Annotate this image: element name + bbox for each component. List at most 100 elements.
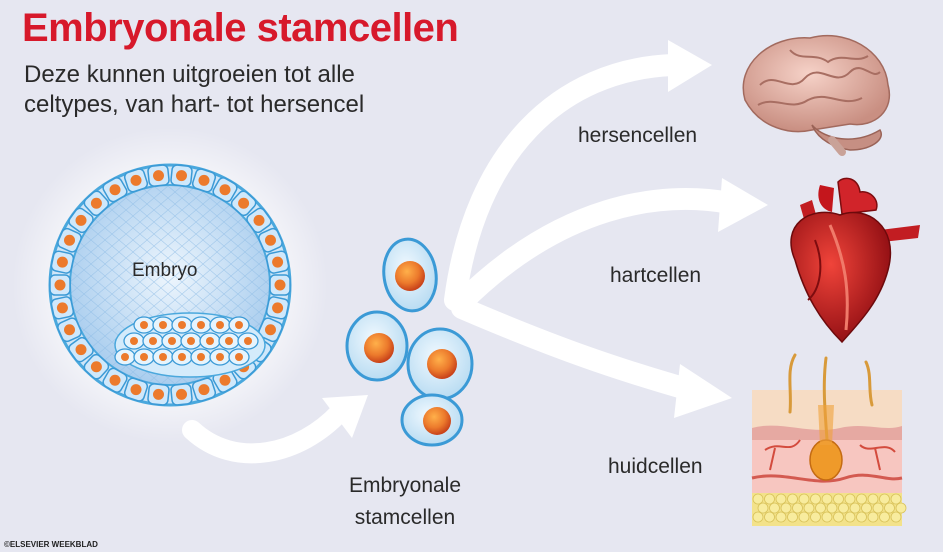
- stem-cell: [406, 327, 474, 401]
- embryo-cell: [102, 177, 128, 203]
- fat-cell: [844, 511, 856, 523]
- embryo-cell: [191, 168, 217, 193]
- inner-cell: [180, 332, 202, 350]
- label-hartcellen: hartcellen: [610, 264, 702, 287]
- fat-cell: [890, 493, 902, 505]
- embryo-label: Embryo: [132, 260, 198, 281]
- stem-cells: [345, 237, 474, 447]
- label-huidcellen: huidcellen: [608, 455, 703, 478]
- fat-cell: [780, 502, 792, 514]
- page-subtitle: Deze kunnen uitgroeien tot alle celtypes…: [24, 61, 365, 118]
- fat-cell: [803, 502, 815, 514]
- embryo-cell: [57, 227, 82, 253]
- fat-cell: [838, 502, 849, 514]
- stemcells-label-line1: Embryonale: [348, 474, 462, 497]
- inner-cell: [161, 332, 183, 350]
- fat-cell: [787, 511, 798, 523]
- inner-cell: [228, 316, 250, 334]
- inner-cell: [190, 348, 212, 366]
- embryo-outer-cells: [49, 164, 291, 406]
- stem-cell: [400, 393, 464, 447]
- page-title: Embryonale stamcellen: [22, 6, 459, 50]
- fat-cells: [752, 493, 907, 523]
- credit: ©ELSEVIER WEEKBLAD: [4, 540, 98, 549]
- embryo-cell: [212, 177, 238, 203]
- fat-cell: [879, 511, 890, 523]
- label-hersencellen: hersencellen: [578, 124, 698, 147]
- fat-cell: [890, 511, 902, 523]
- fat-cell: [764, 511, 775, 523]
- fat-cell: [884, 502, 895, 514]
- embryo-cell: [68, 336, 94, 363]
- arrow-to-brain-head: [668, 40, 712, 92]
- inner-cell: [218, 332, 240, 350]
- embryo-cell: [147, 164, 170, 187]
- embryo-cell: [123, 168, 149, 193]
- arrows: [182, 40, 768, 464]
- fat-cell: [895, 502, 907, 514]
- fat-cell: [798, 493, 810, 505]
- embryo-cell: [265, 296, 290, 320]
- embryo-cell: [147, 383, 170, 406]
- inner-cell: [133, 316, 155, 334]
- fat-cell: [821, 511, 833, 523]
- inner-cell-mass: [114, 316, 259, 366]
- arrow-to-stemcells: [182, 402, 350, 464]
- fat-cell: [826, 502, 838, 514]
- fat-cell: [787, 493, 798, 505]
- fat-cell: [775, 511, 787, 523]
- inner-cell: [171, 348, 193, 366]
- fat-cell: [798, 511, 810, 523]
- fat-cell: [769, 502, 780, 514]
- fat-cell: [775, 493, 787, 505]
- fat-cell: [810, 493, 821, 505]
- embryo-cell: [49, 274, 71, 296]
- inner-cell: [209, 348, 231, 366]
- fat-cell: [792, 502, 803, 514]
- fat-cell: [867, 511, 879, 523]
- inner-cell: [114, 348, 136, 366]
- embryo-cell: [83, 353, 110, 380]
- fat-cell: [810, 511, 821, 523]
- fat-cell: [861, 502, 872, 514]
- inner-cell: [228, 348, 250, 366]
- brain-icon: [742, 34, 891, 156]
- arrow-to-skin-head: [674, 364, 732, 418]
- stemcells-label: Embryonale stamcellen: [340, 470, 470, 534]
- inner-cell: [171, 316, 193, 334]
- embryo-cell: [230, 190, 257, 217]
- fat-cell: [849, 502, 861, 514]
- inner-cell: [199, 332, 221, 350]
- inner-cell: [123, 332, 145, 350]
- fat-cell: [752, 511, 764, 523]
- inner-cell: [237, 332, 259, 350]
- embryo-cell: [265, 250, 290, 274]
- embryo-cell: [83, 190, 110, 217]
- fat-cell: [856, 511, 867, 523]
- inner-cell: [152, 316, 174, 334]
- embryo-cell: [57, 317, 82, 343]
- fat-cell: [867, 493, 879, 505]
- inner-cell: [152, 348, 174, 366]
- arrow-to-heart-head: [718, 178, 768, 232]
- embryo-illustration: [12, 127, 328, 443]
- embryo-cell: [68, 207, 94, 234]
- embryo-cell: [102, 367, 128, 393]
- fat-cell: [752, 493, 764, 505]
- embryo-cell: [50, 250, 75, 274]
- fat-cell: [833, 511, 844, 523]
- heart-icon: [790, 177, 920, 344]
- arrow-to-skin: [451, 297, 701, 401]
- embryo-cell: [191, 377, 217, 402]
- embryo-cell: [170, 383, 193, 406]
- embryo-cell: [269, 274, 291, 296]
- skin-icon: [751, 353, 907, 526]
- embryo-cell: [246, 207, 272, 234]
- fat-cell: [833, 493, 844, 505]
- embryo-cell: [258, 317, 283, 343]
- arrow-to-stemcells-head: [322, 395, 368, 438]
- inner-cell: [133, 348, 155, 366]
- fat-cell: [879, 493, 890, 505]
- fat-cell: [856, 493, 867, 505]
